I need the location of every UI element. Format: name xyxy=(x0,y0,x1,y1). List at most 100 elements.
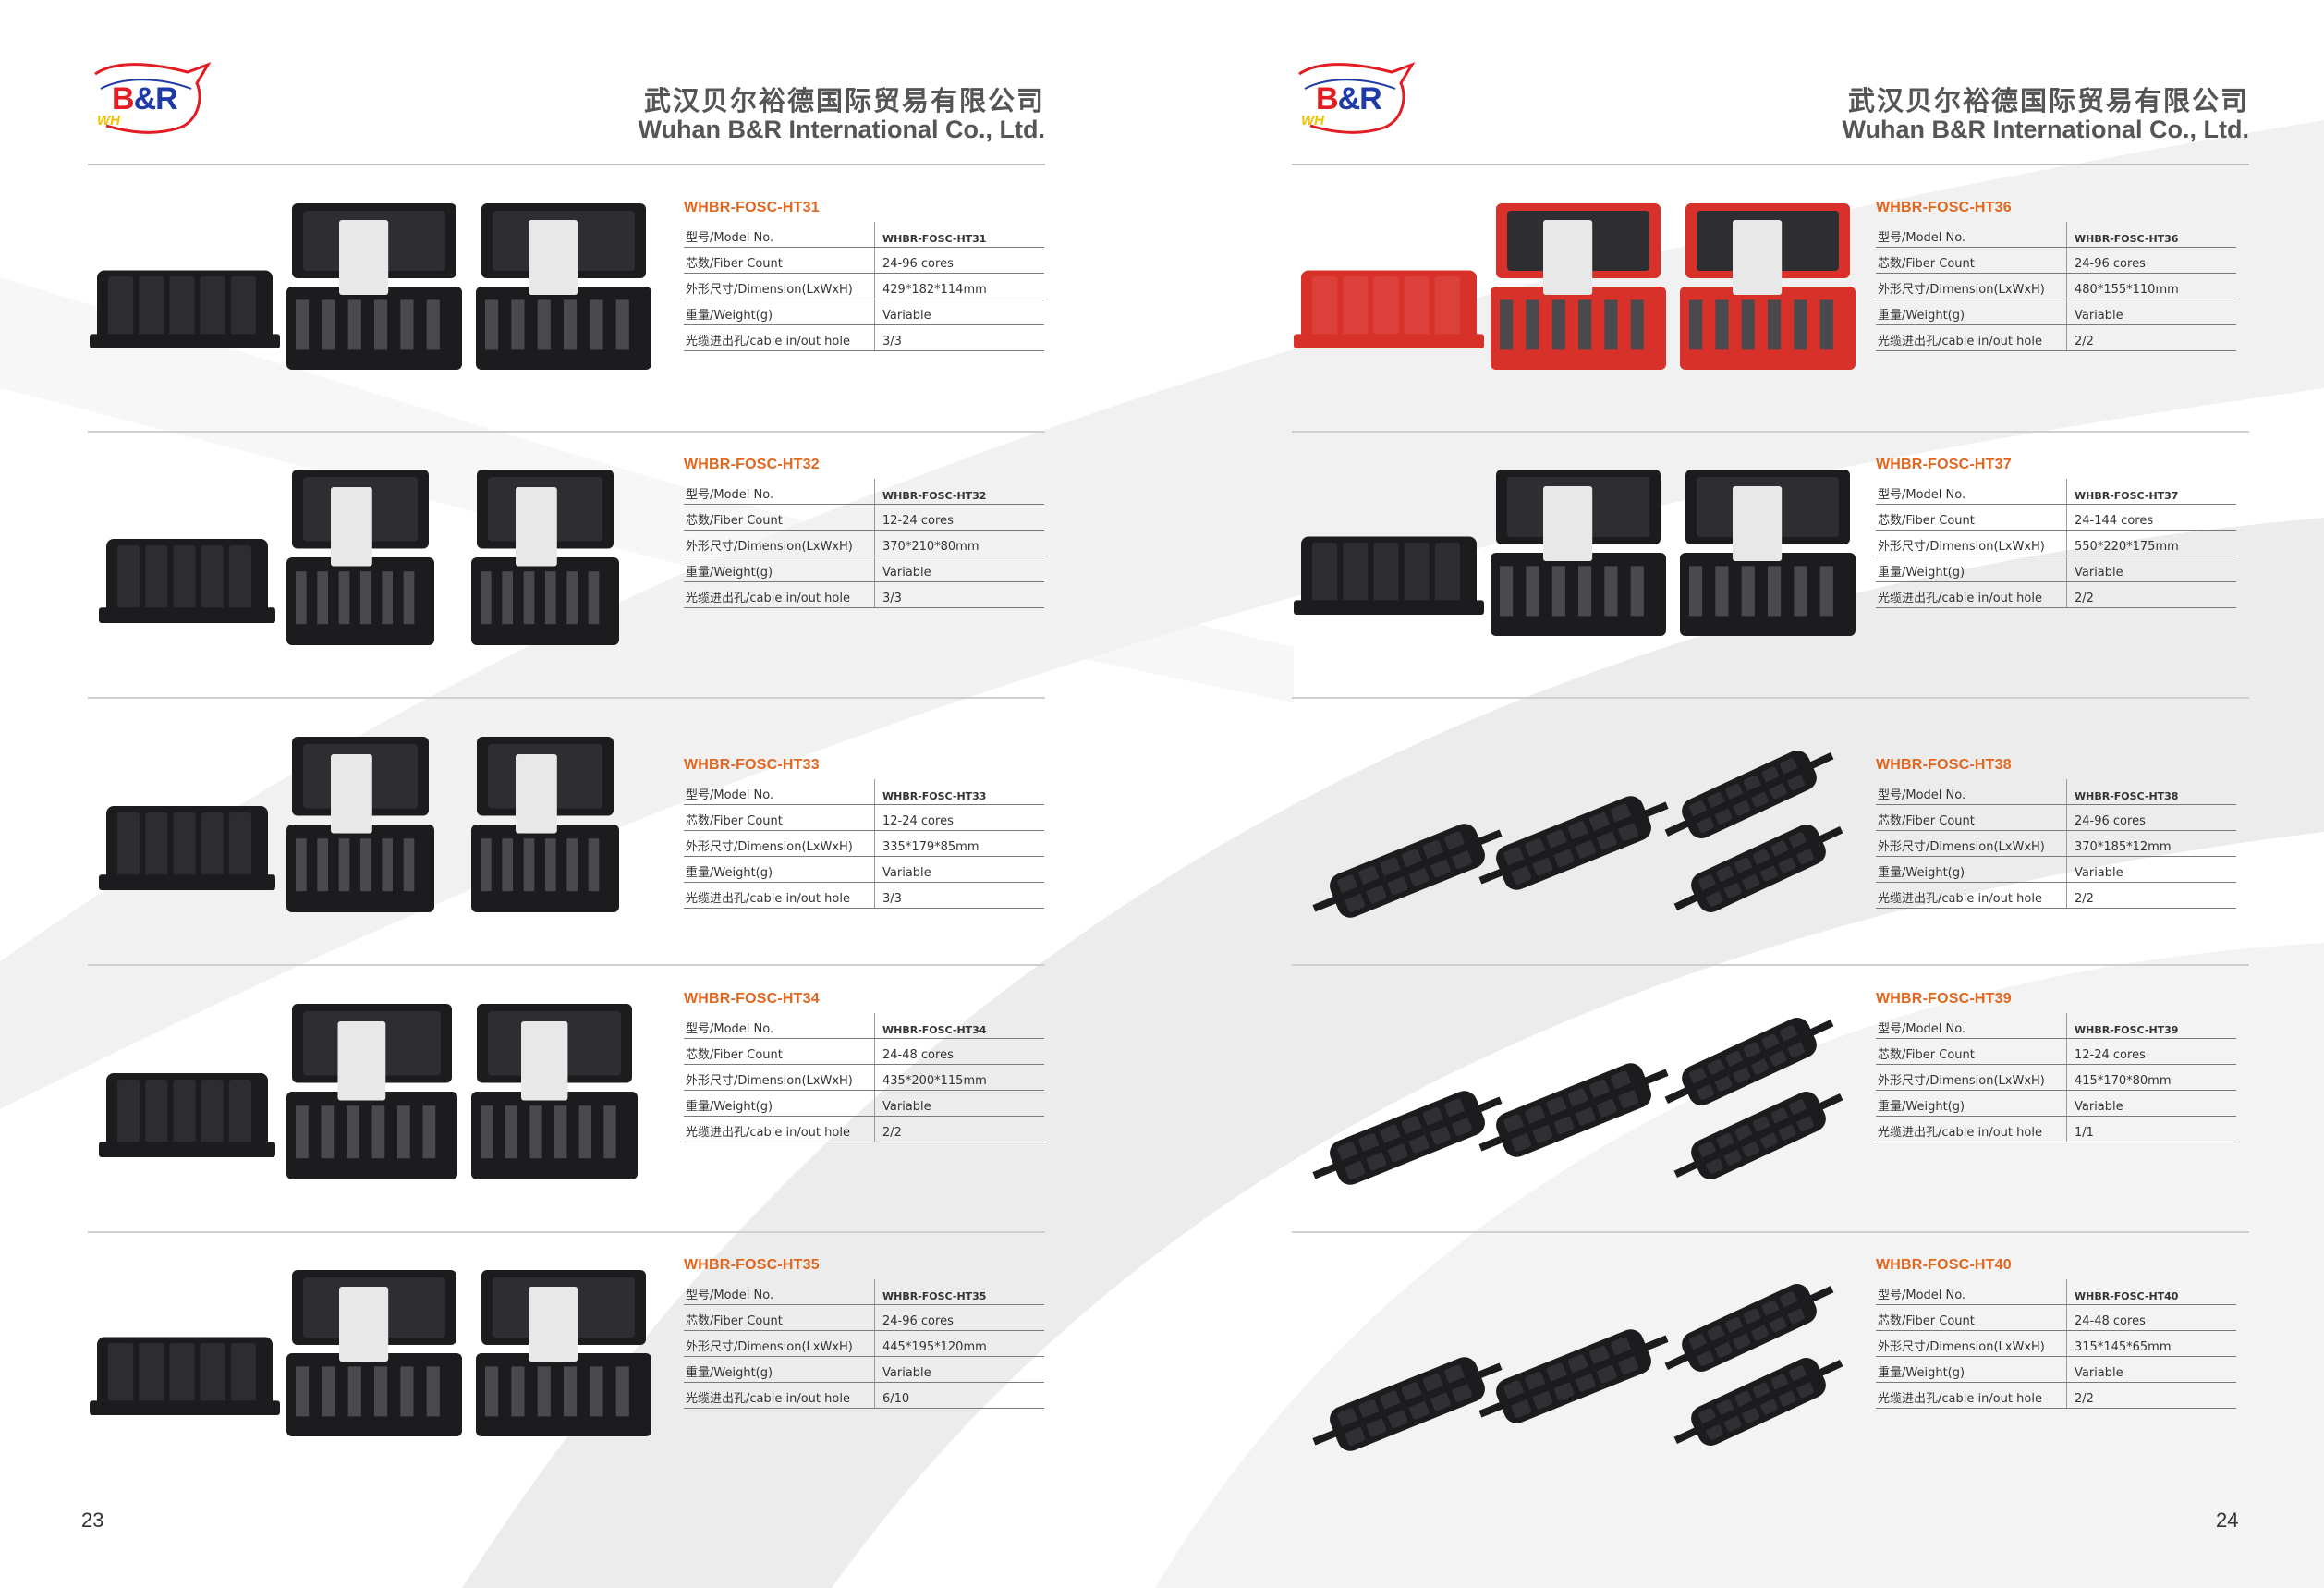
row-divider xyxy=(1292,431,2249,433)
spec-row-dimension: 外形尺寸/Dimension(LxWxH)370*185*12mm xyxy=(1876,830,2236,857)
spec-value: 435*200*115mm xyxy=(874,1064,1044,1091)
spec-row-model: 型号/Model No.WHBR-FOSC-HT34 xyxy=(684,1013,1044,1039)
spec-value: 2/2 xyxy=(2066,1382,2236,1409)
spec-value: Variable xyxy=(2066,299,2236,325)
spec-value: WHBR-FOSC-HT40 xyxy=(2066,1279,2236,1305)
spec-label: 重量/Weight(g) xyxy=(684,856,875,883)
spec-row-dimension: 外形尺寸/Dimension(LxWxH)550*220*175mm xyxy=(1876,530,2236,556)
spec-row-weight: 重量/Weight(g)Variable xyxy=(1876,1090,2236,1117)
spec-row-dimension: 外形尺寸/Dimension(LxWxH)370*210*80mm xyxy=(684,530,1044,556)
spec-label: 型号/Model No. xyxy=(1876,1279,2067,1305)
spec-row-weight: 重量/Weight(g)Variable xyxy=(684,556,1044,582)
spec-label: 外形尺寸/Dimension(LxWxH) xyxy=(684,530,875,556)
product-title: WHBR-FOSC-HT31 xyxy=(684,200,820,215)
company-name-english: Wuhan B&R International Co., Ltd. xyxy=(1842,116,2249,143)
spec-value: 445*195*120mm xyxy=(874,1330,1044,1357)
spec-value: Variable xyxy=(874,299,1044,325)
spec-label: 重量/Weight(g) xyxy=(1876,1356,2067,1383)
row-divider xyxy=(88,431,1045,433)
spec-label: 外形尺寸/Dimension(LxWxH) xyxy=(684,1330,875,1357)
spec-value: 24-144 cores xyxy=(2066,504,2236,531)
spec-label: 光缆进出孔/cable in/out hole xyxy=(684,1382,875,1409)
product-title: WHBR-FOSC-HT36 xyxy=(1876,200,2012,215)
row-divider xyxy=(1292,1231,2249,1233)
product-photo xyxy=(99,737,619,912)
product-title: WHBR-FOSC-HT37 xyxy=(1876,457,2012,472)
spec-value: 1/1 xyxy=(2066,1116,2236,1142)
spec-value: 3/3 xyxy=(874,882,1044,909)
spec-value: Variable xyxy=(2066,556,2236,582)
company-name-chinese: 武汉贝尔裕德国际贸易有限公司 xyxy=(643,85,1045,116)
logo-swoosh-icon xyxy=(1298,62,1416,134)
company-name-english: Wuhan B&R International Co., Ltd. xyxy=(638,116,1045,143)
spec-label: 型号/Model No. xyxy=(684,1279,875,1305)
spec-label: 外形尺寸/Dimension(LxWxH) xyxy=(684,1064,875,1091)
spec-value: WHBR-FOSC-HT34 xyxy=(874,1013,1044,1039)
spec-label: 重量/Weight(g) xyxy=(684,299,875,325)
spec-label: 芯数/Fiber Count xyxy=(1876,1038,2067,1065)
spec-value: 370*185*12mm xyxy=(2066,830,2236,857)
spec-label: 型号/Model No. xyxy=(1876,479,2067,505)
spec-value: 3/3 xyxy=(874,324,1044,351)
spec-value: 2/2 xyxy=(874,1116,1044,1142)
spec-value: 429*182*114mm xyxy=(874,273,1044,299)
spec-label: 芯数/Fiber Count xyxy=(684,247,875,274)
product-photo xyxy=(1294,470,1856,636)
row-divider xyxy=(1292,964,2249,966)
spec-value: 2/2 xyxy=(2066,581,2236,608)
spec-row-weight: 重量/Weight(g)Variable xyxy=(684,1356,1044,1383)
spec-row-model: 型号/Model No.WHBR-FOSC-HT40 xyxy=(1876,1279,2236,1305)
product-title: WHBR-FOSC-HT32 xyxy=(684,457,820,472)
spec-label: 芯数/Fiber Count xyxy=(684,1038,875,1065)
spec-row-weight: 重量/Weight(g)Variable xyxy=(684,299,1044,325)
header-divider xyxy=(88,164,1045,165)
spec-value: WHBR-FOSC-HT37 xyxy=(2066,479,2236,505)
spec-label: 芯数/Fiber Count xyxy=(1876,1304,2067,1331)
product-photo xyxy=(99,470,619,645)
spec-value: 415*170*80mm xyxy=(2066,1064,2236,1091)
product-photo xyxy=(1294,203,1856,370)
product-photo xyxy=(1312,751,1843,918)
spec-value: 24-96 cores xyxy=(874,247,1044,274)
spec-value: 3/3 xyxy=(874,581,1044,608)
spec-label: 重量/Weight(g) xyxy=(1876,556,2067,582)
logo-text: B&R xyxy=(112,81,178,116)
page-header: B&R WH 武汉贝尔裕德国际贸易有限公司 Wuhan B&R Internat… xyxy=(1292,55,2249,165)
spec-label: 光缆进出孔/cable in/out hole xyxy=(1876,882,2067,909)
page-number: 24 xyxy=(2216,1509,2239,1532)
product-photo xyxy=(90,1270,651,1436)
spec-value: Variable xyxy=(2066,1090,2236,1117)
product-title: WHBR-FOSC-HT39 xyxy=(1876,991,2012,1007)
spec-label: 光缆进出孔/cable in/out hole xyxy=(1876,1382,2067,1409)
spec-value: Variable xyxy=(874,1090,1044,1117)
spec-row-dimension: 外形尺寸/Dimension(LxWxH)435*200*115mm xyxy=(684,1064,1044,1091)
spec-value: Variable xyxy=(874,556,1044,582)
spec-value: WHBR-FOSC-HT31 xyxy=(874,222,1044,248)
spec-value: 24-96 cores xyxy=(2066,247,2236,274)
spec-label: 芯数/Fiber Count xyxy=(1876,804,2067,831)
spec-value: WHBR-FOSC-HT39 xyxy=(2066,1013,2236,1039)
spec-label: 重量/Weight(g) xyxy=(1876,856,2067,883)
spec-label: 重量/Weight(g) xyxy=(1876,299,2067,325)
spec-label: 型号/Model No. xyxy=(1876,779,2067,805)
